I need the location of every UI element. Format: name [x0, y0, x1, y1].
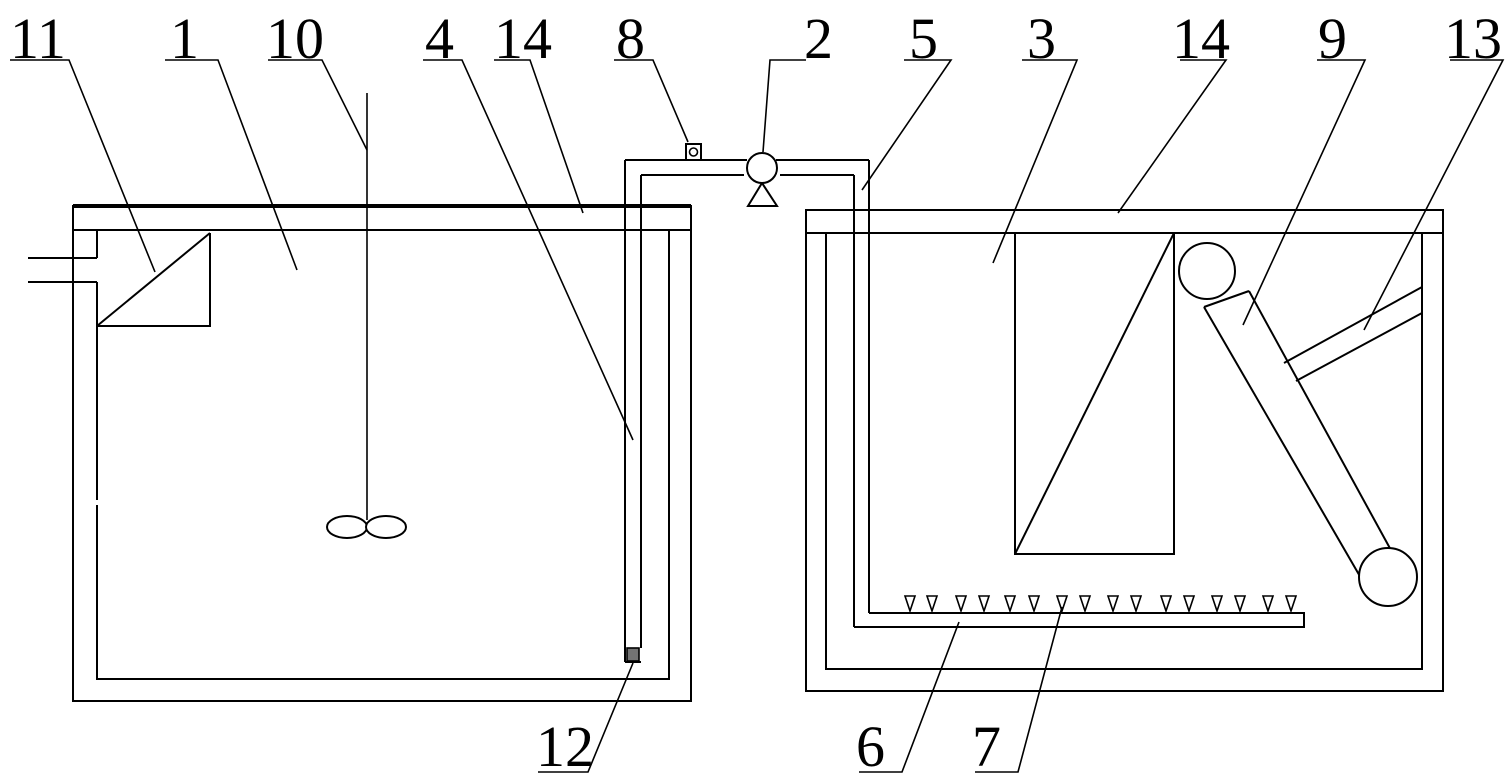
- aeration-nozzle: [977, 595, 991, 614]
- right-tank: [805, 209, 1444, 692]
- aeration-nozzle: [1261, 595, 1275, 614]
- discharge-chute: [1283, 286, 1423, 382]
- valve: [685, 143, 702, 161]
- pump: [746, 152, 779, 207]
- label-3: 3: [1027, 6, 1056, 71]
- left-tank-inner-wall-bottom: [96, 230, 670, 680]
- reference-labels: 11 1 10 4 14 8 2 5 3 14 9 13 12 6 7: [10, 6, 1502, 778]
- label-14-left: 14: [494, 6, 552, 71]
- aeration-nozzle: [1027, 595, 1041, 614]
- label-1: 1: [170, 6, 199, 71]
- label-4: 4: [425, 6, 454, 71]
- label-5: 5: [909, 6, 938, 71]
- aeration-nozzle: [1210, 595, 1224, 614]
- aeration-nozzle: [1284, 595, 1298, 614]
- suction-pipe: [624, 160, 642, 663]
- label-10: 10: [266, 6, 324, 71]
- screen-box: [96, 232, 211, 327]
- aeration-pipe: [854, 612, 1305, 628]
- aeration-nozzle: [903, 595, 917, 614]
- stirrer-blade-right: [365, 515, 407, 539]
- aeration-nozzle: [1106, 595, 1120, 614]
- connecting-pipe: [625, 159, 870, 627]
- label-2: 2: [804, 6, 833, 71]
- label-12: 12: [536, 714, 594, 778]
- aeration-nozzle: [1129, 595, 1143, 614]
- label-9: 9: [1318, 6, 1347, 71]
- pipe-filter: [626, 647, 640, 662]
- label-13: 13: [1444, 6, 1502, 71]
- aeration-nozzle: [1233, 595, 1247, 614]
- label-8: 8: [616, 6, 645, 71]
- right-tank-inner-wall: [825, 233, 1423, 670]
- conveyor-bottom-roller: [1358, 547, 1418, 607]
- label-11: 11: [10, 6, 66, 71]
- left-tank: [72, 204, 692, 702]
- label-7: 7: [972, 714, 1001, 778]
- aeration-nozzle: [1182, 595, 1196, 614]
- left-tank-outer-wall: [72, 205, 692, 702]
- settling-plate-box: [1014, 232, 1175, 555]
- aeration-nozzle: [1055, 595, 1069, 614]
- stirrer-blade-left: [326, 515, 368, 539]
- aeration-nozzle: [954, 595, 968, 614]
- right-tank-outer-wall: [805, 209, 1444, 692]
- aeration-nozzle: [1078, 595, 1092, 614]
- label-6: 6: [856, 714, 885, 778]
- leader-lines: [10, 59, 1505, 773]
- stirrer: [326, 93, 407, 539]
- aeration-nozzle: [1003, 595, 1017, 614]
- conveyor-top-roller: [1178, 242, 1236, 300]
- aeration-nozzle: [1159, 595, 1173, 614]
- label-14-right: 14: [1172, 6, 1230, 71]
- conveyor: [1178, 242, 1418, 607]
- aeration-nozzles: [903, 595, 1298, 614]
- aeration-nozzle: [925, 595, 939, 614]
- inlet-pipe: [28, 257, 97, 283]
